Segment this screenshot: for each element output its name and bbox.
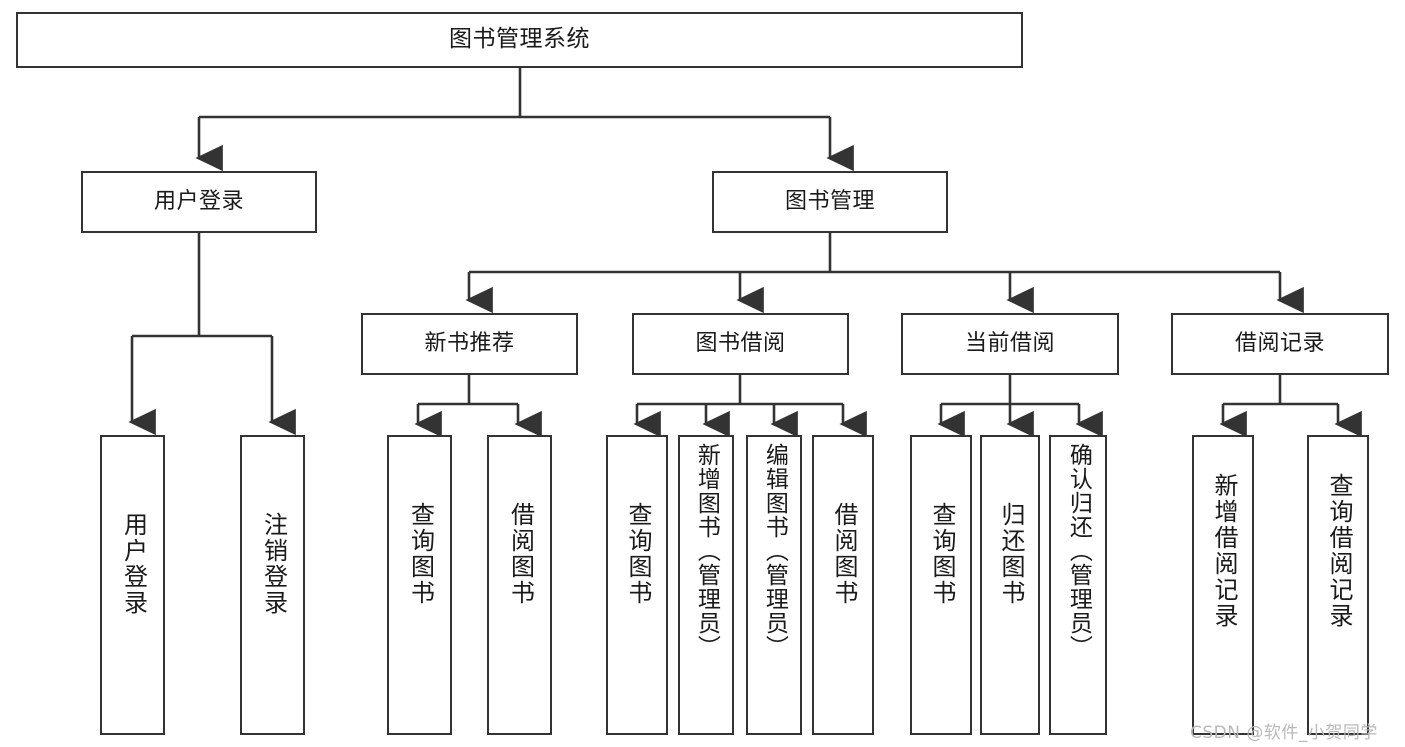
node-label: 图书管理 bbox=[784, 189, 875, 215]
node-user-login[interactable]: 用户登录 bbox=[81, 171, 317, 233]
node-label: 借阅图书 bbox=[506, 502, 535, 606]
node-label: 编辑图书（管理员） bbox=[761, 443, 788, 659]
node-label: 借阅图书 bbox=[829, 502, 858, 606]
csdn-watermark: CSDN @软件_小贺同学 bbox=[1190, 723, 1378, 743]
node-label: 图书借阅 bbox=[695, 331, 786, 357]
node-new-book-recommend[interactable]: 新书推荐 bbox=[361, 313, 578, 375]
node-borrow-records[interactable]: 借阅记录 bbox=[1171, 313, 1389, 375]
leaf-records-query-record[interactable]: 查询借阅记录 bbox=[1307, 435, 1369, 735]
node-label: 新增图书（管理员） bbox=[693, 443, 720, 659]
leaf-borrow-add-book-admin[interactable]: 新增图书（管理员） bbox=[678, 435, 734, 735]
node-label: 查询图书 bbox=[623, 502, 652, 606]
node-label: 查询图书 bbox=[927, 502, 956, 606]
node-current-borrow[interactable]: 当前借阅 bbox=[901, 313, 1119, 375]
node-label: 新增借阅记录 bbox=[1209, 473, 1238, 629]
node-book-management[interactable]: 图书管理 bbox=[712, 171, 948, 233]
node-label: 查询借阅记录 bbox=[1324, 473, 1353, 629]
leaf-recommend-borrow-book[interactable]: 借阅图书 bbox=[487, 435, 552, 735]
node-label: 查询图书 bbox=[406, 502, 435, 606]
node-label: 图书管理系统 bbox=[449, 26, 590, 53]
node-label: 用户登录 bbox=[153, 189, 244, 215]
node-label: 新书推荐 bbox=[424, 331, 515, 357]
leaf-borrow-borrow-book[interactable]: 借阅图书 bbox=[812, 435, 874, 735]
node-root-system[interactable]: 图书管理系统 bbox=[16, 12, 1023, 68]
leaf-current-return-book[interactable]: 归还图书 bbox=[980, 435, 1040, 735]
node-label: 当前借阅 bbox=[964, 331, 1055, 357]
leaf-user-login-signin[interactable]: 用户登录 bbox=[100, 435, 165, 735]
leaf-borrow-edit-book-admin[interactable]: 编辑图书（管理员） bbox=[746, 435, 802, 735]
leaf-borrow-query-book[interactable]: 查询图书 bbox=[606, 435, 668, 735]
node-label: 归还图书 bbox=[996, 502, 1025, 606]
leaf-recommend-query-book[interactable]: 查询图书 bbox=[387, 435, 452, 735]
leaf-current-query-book[interactable]: 查询图书 bbox=[910, 435, 972, 735]
node-label: 确认归还（管理员） bbox=[1065, 443, 1092, 659]
node-book-borrow[interactable]: 图书借阅 bbox=[632, 313, 849, 375]
node-label: 借阅记录 bbox=[1234, 331, 1325, 357]
leaf-user-login-logout[interactable]: 注销登录 bbox=[240, 435, 305, 735]
leaf-current-confirm-return-admin[interactable]: 确认归还（管理员） bbox=[1049, 435, 1107, 735]
leaf-records-add-record[interactable]: 新增借阅记录 bbox=[1192, 435, 1254, 735]
node-label: 注销登录 bbox=[259, 512, 288, 616]
node-label: 用户登录 bbox=[119, 512, 148, 616]
